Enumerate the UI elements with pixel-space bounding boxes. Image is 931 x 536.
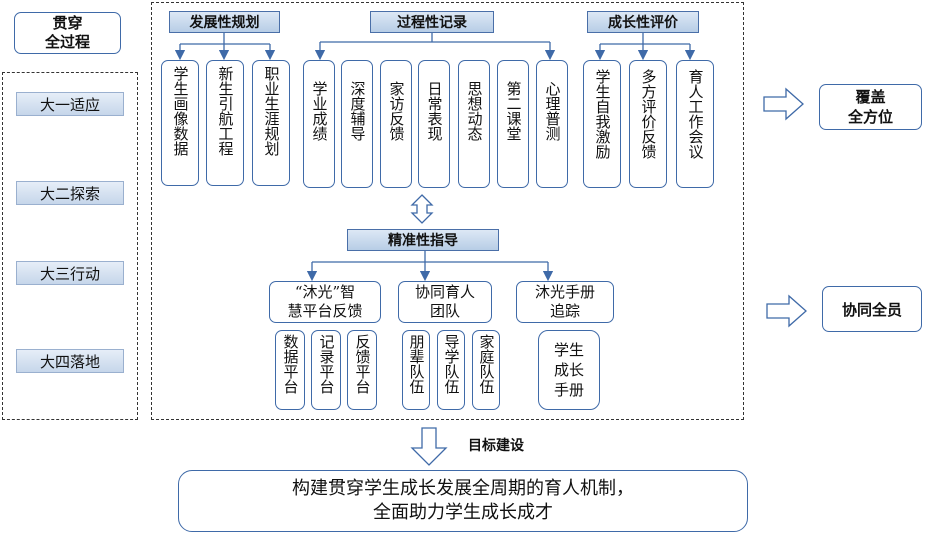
process-item-thought: 思想动态 xyxy=(458,60,490,188)
student-handbook-box: 学生 成长 手册 xyxy=(538,330,600,410)
dev-item-portrait: 学生画像数据 xyxy=(161,60,199,186)
goal-line2: 全面助力学生成长成才 xyxy=(373,502,553,523)
cover-line1: 覆盖 xyxy=(855,88,886,106)
handbook-line1: 沐光手册 xyxy=(534,283,595,301)
growth-item-label: 多方评价反馈 xyxy=(639,69,658,159)
process-item-psych: 心理普测 xyxy=(536,60,568,188)
dev-item-label: 新生引航工程 xyxy=(216,66,235,156)
growth-item-meeting: 育人工作会议 xyxy=(676,60,714,188)
process-item-grades: 学业成绩 xyxy=(303,60,335,188)
down-arrow-icon xyxy=(410,427,448,466)
platform-item-label: 数据平台 xyxy=(281,334,300,394)
main-frame xyxy=(151,2,744,420)
goal-box: 构建贯穿学生成长发展全周期的育人机制， 全面助力学生成长成才 xyxy=(178,470,748,532)
process-item-homevisit: 家访反馈 xyxy=(380,60,412,188)
growth-item-self: 学生自我激励 xyxy=(583,60,621,188)
platform-line2: 慧平台反馈 xyxy=(287,302,363,320)
dev-item-label: 职业生涯规划 xyxy=(262,66,281,156)
handbook-item-line1: 学生 xyxy=(553,341,584,359)
stage-year3: 大三行动 xyxy=(16,261,124,285)
dev-item-freshman: 新生引航工程 xyxy=(206,60,244,186)
process-item-label: 日常表现 xyxy=(425,81,444,141)
process-item-label: 家访反馈 xyxy=(387,81,406,141)
right-arrow-icon xyxy=(766,294,807,328)
platform-item-label: 记录平台 xyxy=(317,334,336,394)
stage-frame xyxy=(2,72,138,420)
team-item-peer: 朋辈队伍 xyxy=(402,330,430,410)
team-item-label: 家庭队伍 xyxy=(477,334,496,394)
team-item-mentor: 导学队伍 xyxy=(437,330,465,410)
stage-year4: 大四落地 xyxy=(16,349,124,373)
handbook-item-line2: 成长 xyxy=(553,361,584,379)
growth-item-label: 育人工作会议 xyxy=(686,69,705,159)
dev-item-career: 职业生涯规划 xyxy=(252,60,290,186)
header-guidance: 精准性指导 xyxy=(347,229,499,251)
right-arrow-icon xyxy=(763,87,804,121)
team-item-label: 朋辈队伍 xyxy=(407,334,426,394)
platform-item-data: 数据平台 xyxy=(275,330,305,410)
full-process-box: 贯穿 全过程 xyxy=(14,12,121,54)
full-coverage-box: 覆盖 全方位 xyxy=(819,84,922,130)
team-item-family: 家庭队伍 xyxy=(472,330,500,410)
stage-year2: 大二探索 xyxy=(16,181,124,205)
target-label: 目标建设 xyxy=(468,438,524,454)
process-item-label: 第二课堂 xyxy=(504,81,523,141)
stage-year1: 大一适应 xyxy=(16,92,124,116)
growth-item-multi: 多方评价反馈 xyxy=(629,60,667,188)
platform-item-feedback: 反馈平台 xyxy=(347,330,377,410)
process-item-label: 思想动态 xyxy=(465,81,484,141)
platform-line1: “沐光”智 xyxy=(294,283,356,301)
process-item-label: 深度辅导 xyxy=(348,81,367,141)
all-staff-box: 协同全员 xyxy=(822,286,922,332)
process-item-second-class: 第二课堂 xyxy=(497,60,529,188)
header-growth: 成长性评价 xyxy=(587,11,699,33)
full-process-line1: 贯穿 xyxy=(52,14,83,32)
process-item-counseling: 深度辅导 xyxy=(341,60,373,188)
platform-feedback-box: “沐光”智 慧平台反馈 xyxy=(269,281,381,323)
team-line2: 团队 xyxy=(429,302,460,320)
process-item-label: 学业成绩 xyxy=(310,81,329,141)
collab-team-box: 协同育人 团队 xyxy=(398,281,492,323)
process-item-daily: 日常表现 xyxy=(418,60,450,188)
handbook-line2: 追踪 xyxy=(549,302,580,320)
header-process: 过程性记录 xyxy=(370,11,494,33)
header-development: 发展性规划 xyxy=(169,11,280,33)
team-line1: 协同育人 xyxy=(414,283,475,301)
handbook-tracking-box: 沐光手册 追踪 xyxy=(516,281,614,323)
goal-line1: 构建贯穿学生成长发展全周期的育人机制， xyxy=(292,478,634,499)
team-item-label: 导学队伍 xyxy=(442,334,461,394)
full-process-line2: 全过程 xyxy=(44,33,90,51)
dev-item-label: 学生画像数据 xyxy=(171,66,190,156)
growth-item-label: 学生自我激励 xyxy=(593,69,612,159)
process-item-label: 心理普测 xyxy=(543,81,562,141)
double-arrow-icon xyxy=(410,194,434,224)
handbook-item-line3: 手册 xyxy=(553,381,584,399)
platform-item-record: 记录平台 xyxy=(311,330,341,410)
platform-item-label: 反馈平台 xyxy=(353,334,372,394)
cover-line2: 全方位 xyxy=(847,108,893,126)
